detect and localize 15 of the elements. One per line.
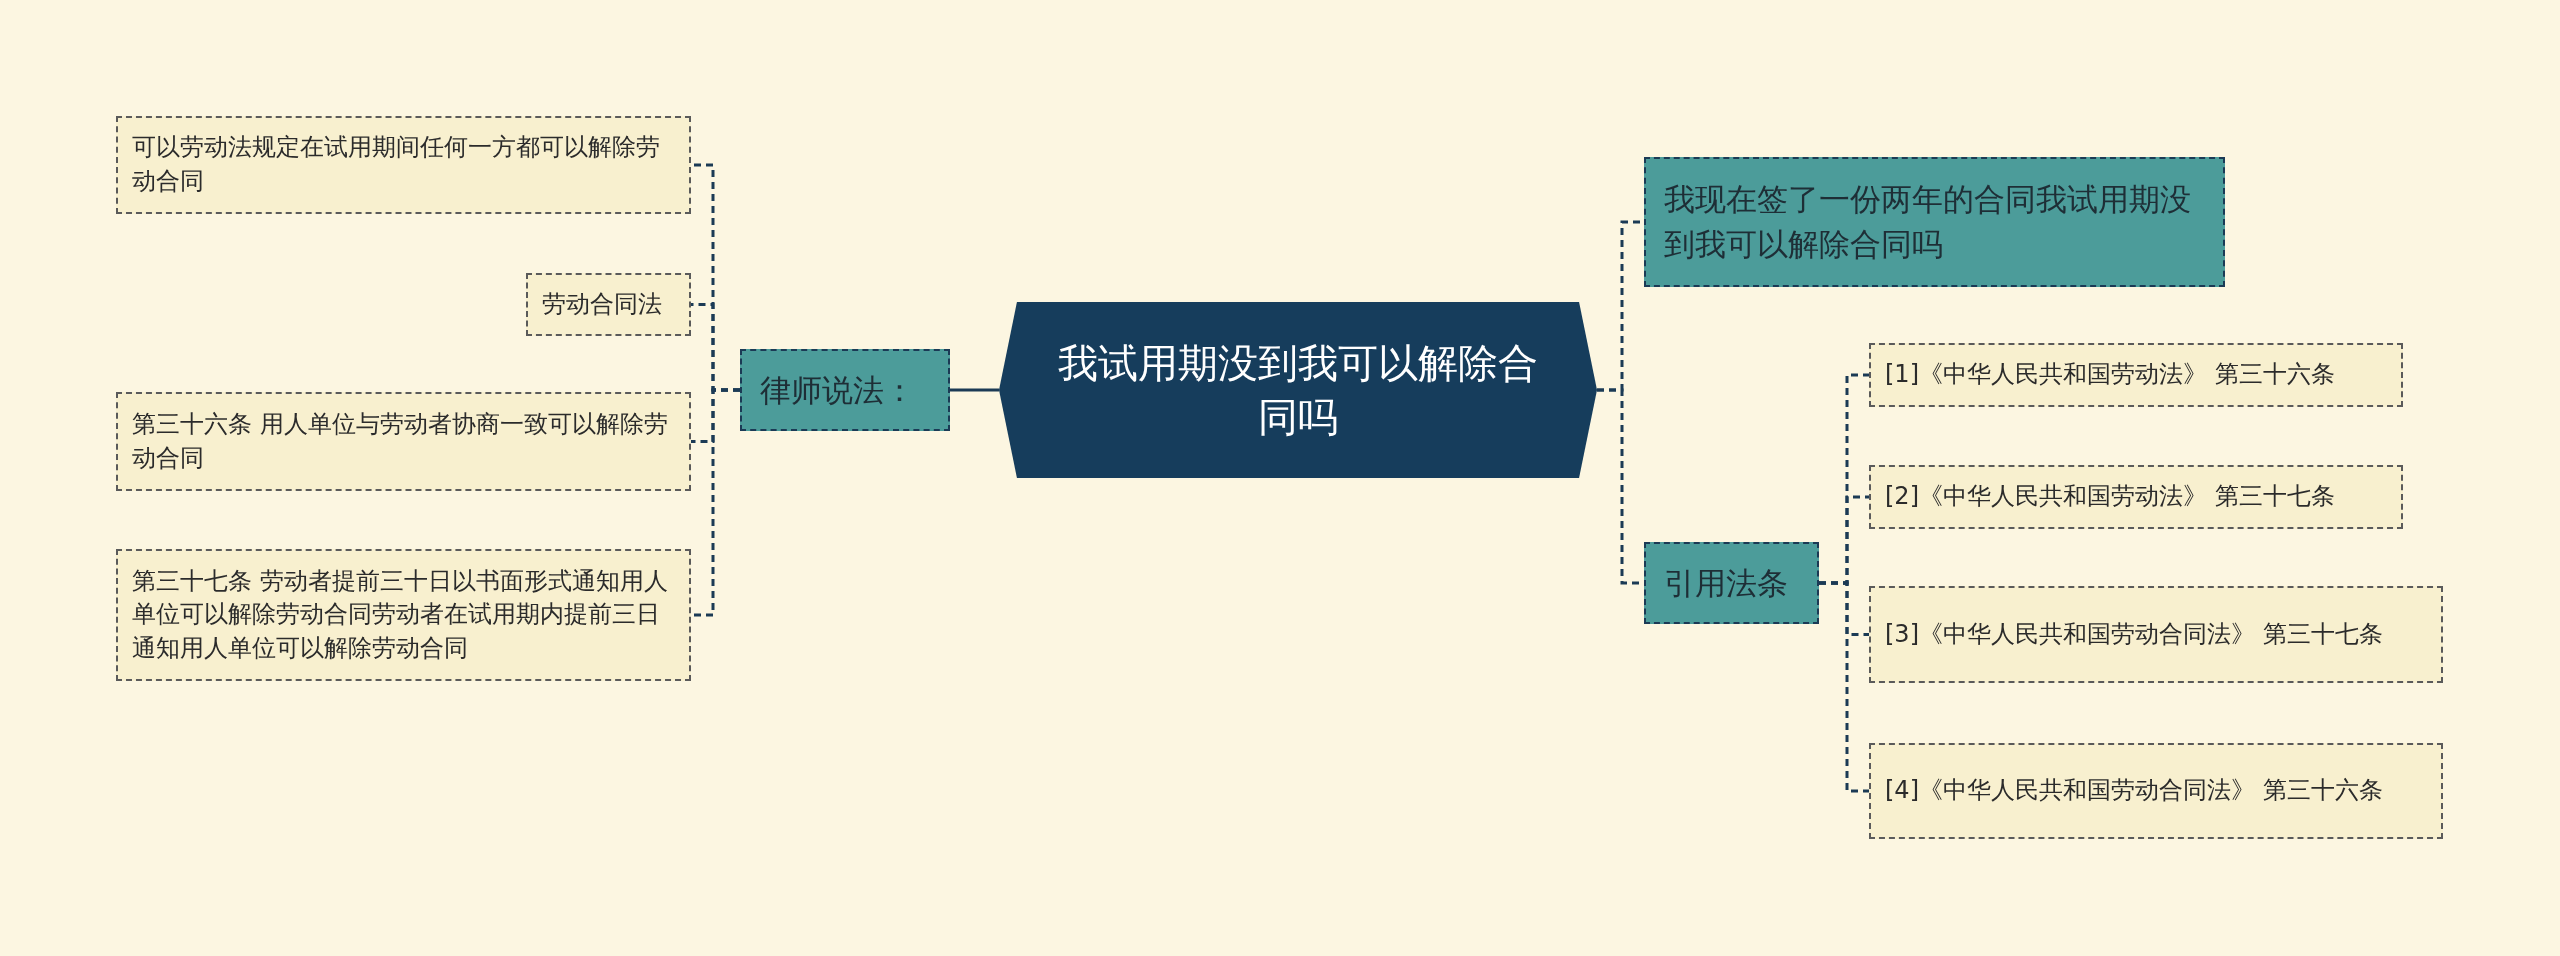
connector-line bbox=[950, 388, 999, 392]
note-box: 可以劳动法规定在试用期间任何一方都可以解除劳动合同 bbox=[116, 116, 691, 214]
central-topic: 我试用期没到我可以解除合同吗 bbox=[999, 302, 1597, 478]
note-box: [3]《中华人民共和国劳动合同法》 第三十七条 bbox=[1869, 586, 2443, 683]
note-box: [4]《中华人民共和国劳动合同法》 第三十六条 bbox=[1869, 743, 2443, 839]
connector-line bbox=[691, 388, 740, 617]
note-box: [1]《中华人民共和国劳动法》 第三十六条 bbox=[1869, 343, 2403, 407]
connector-line bbox=[1819, 581, 1869, 793]
note-box: 劳动合同法 bbox=[526, 273, 691, 336]
topic-box: 引用法条 bbox=[1644, 542, 1819, 624]
note-box: [2]《中华人民共和国劳动法》 第三十七条 bbox=[1869, 465, 2403, 529]
topic-box: 我现在签了一份两年的合同我试用期没到我可以解除合同吗 bbox=[1644, 157, 2225, 287]
topic-box: 律师说法： bbox=[740, 349, 950, 431]
note-box: 第三十七条 劳动者提前三十日以书面形式通知用人单位可以解除劳动合同劳动者在试用期内提前三日通知用人单位可以解除劳动合同 bbox=[116, 549, 691, 681]
note-box: 第三十六条 用人单位与劳动者协商一致可以解除劳动合同 bbox=[116, 392, 691, 491]
